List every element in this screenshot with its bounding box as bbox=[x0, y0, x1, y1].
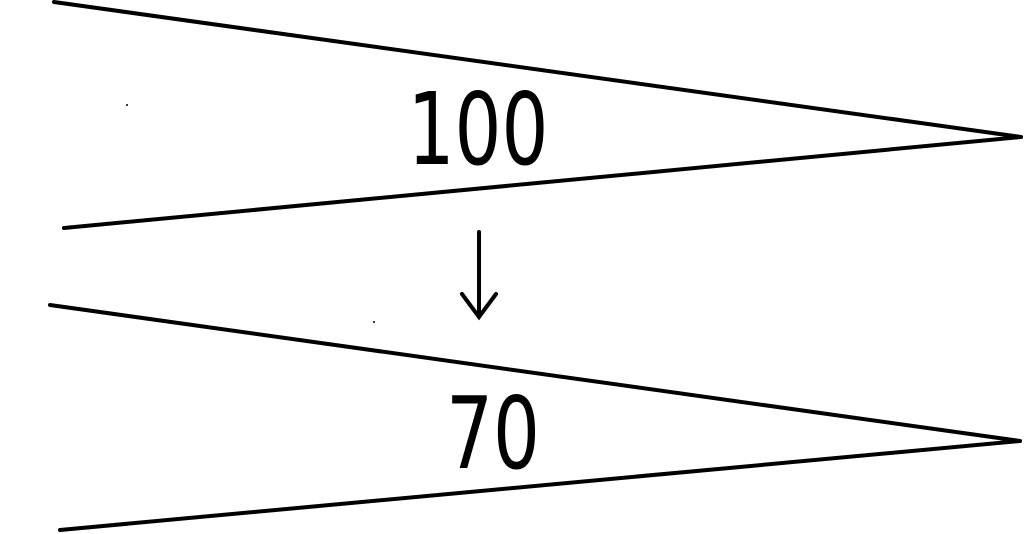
top-wedge-lower-edge bbox=[62, 135, 1023, 230]
scan-speck bbox=[126, 104, 128, 106]
bottom-wedge-upper-edge bbox=[48, 303, 1022, 443]
top-wedge-value-label: 100 bbox=[408, 71, 549, 188]
top-wedge: 100 bbox=[52, 0, 1023, 230]
bottom-wedge-lower-edge bbox=[58, 439, 1022, 532]
bottom-wedge: 70 bbox=[48, 303, 1022, 532]
top-wedge-upper-edge bbox=[52, 0, 1023, 139]
bottom-wedge-value-label: 70 bbox=[446, 375, 540, 492]
scan-speck bbox=[373, 321, 375, 323]
down-arrow-head bbox=[460, 292, 498, 321]
down-arrow-icon bbox=[460, 230, 498, 321]
